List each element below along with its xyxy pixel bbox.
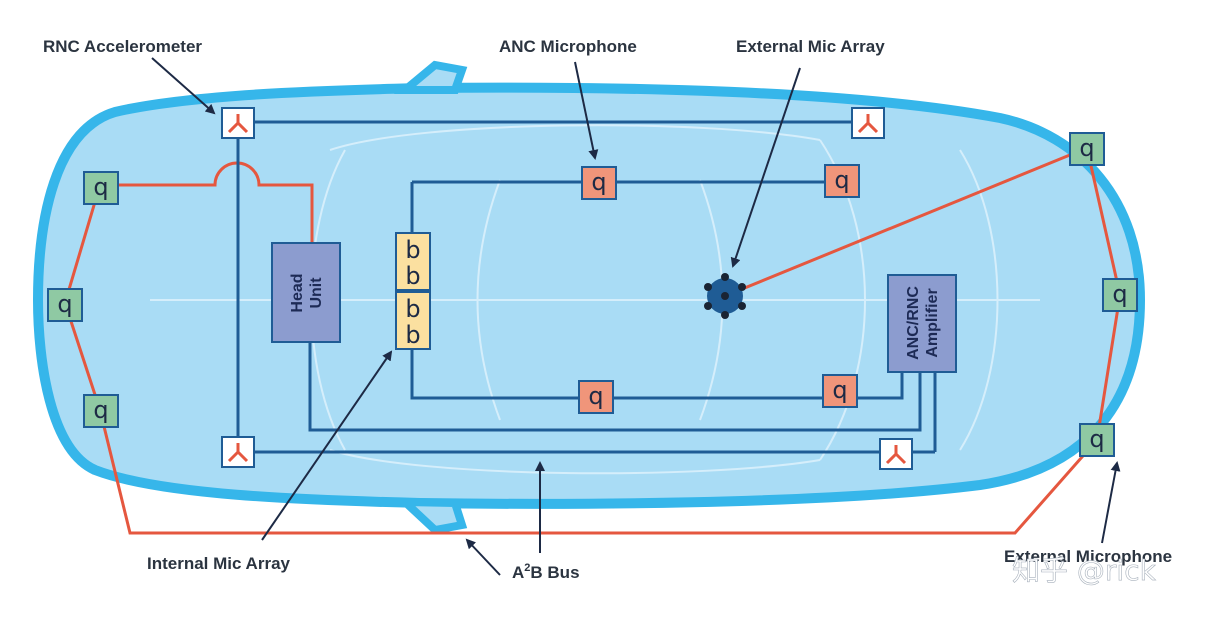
label-rnc-accelerometer: RNC Accelerometer xyxy=(43,37,202,56)
label-a2b-bus-rest: B Bus xyxy=(530,563,579,582)
amplifier-label-line1: ANC/RNC xyxy=(905,286,922,360)
internal-mic-2: b xyxy=(405,262,420,290)
anc-microphone[interactable]: q xyxy=(578,380,614,414)
anc-microphone[interactable]: q xyxy=(824,164,860,198)
rnc-accelerometer[interactable] xyxy=(879,438,913,470)
external-microphone[interactable]: q xyxy=(47,288,83,322)
car-body xyxy=(32,82,1146,509)
external-microphone[interactable]: q xyxy=(1079,423,1115,457)
accelerometer-icon xyxy=(857,114,879,134)
label-a2b-bus-main: A xyxy=(512,563,524,582)
head-unit-label-line1: Head xyxy=(289,273,306,312)
external-microphone[interactable]: q xyxy=(83,171,119,205)
external-mic-glyph: q xyxy=(93,396,108,424)
external-microphone[interactable]: q xyxy=(1069,132,1105,166)
external-microphone[interactable]: q xyxy=(1102,278,1138,312)
a2b-bus-wiring xyxy=(236,120,937,454)
head-unit-label-line2: Unit xyxy=(308,277,325,309)
anc-mic-glyph: q xyxy=(588,382,603,410)
external-mic-glyph: q xyxy=(1079,134,1094,162)
rnc-accelerometer[interactable] xyxy=(221,107,255,139)
external-mic-glyph: q xyxy=(1112,280,1127,308)
anc-microphone[interactable]: q xyxy=(581,166,617,200)
anc-rnc-amplifier[interactable]: ANC/RNC Amplifier xyxy=(887,274,957,373)
internal-mic-3: b xyxy=(405,295,420,323)
internal-mic-1: b xyxy=(405,236,420,264)
label-external-mic-array: External Mic Array xyxy=(736,37,885,56)
label-external-microphone: External Microphone xyxy=(1004,547,1172,566)
label-internal-mic-array: Internal Mic Array xyxy=(147,554,291,573)
callout-arrows xyxy=(151,57,1121,576)
accelerometer-icon xyxy=(227,114,249,134)
anc-microphone[interactable]: q xyxy=(822,374,858,408)
rnc-accelerometer[interactable] xyxy=(851,107,885,139)
external-mic-array[interactable] xyxy=(704,273,746,319)
accelerometer-icon xyxy=(227,443,249,463)
right-mirror xyxy=(394,497,468,535)
label-a2b-bus: A2B Bus xyxy=(512,562,580,582)
external-mic-glyph: q xyxy=(57,290,72,318)
rnc-accelerometer[interactable] xyxy=(221,436,255,468)
anc-mic-glyph: q xyxy=(591,168,606,196)
internal-mic-array[interactable]: b b b b xyxy=(395,232,431,350)
amplifier-label-line2: Amplifier xyxy=(924,288,941,357)
watermark: 知乎 @rick xyxy=(1012,554,1157,587)
anc-mic-glyph: q xyxy=(832,376,847,404)
anc-mic-glyph: q xyxy=(834,166,849,194)
label-a2b-bus-sup: 2 xyxy=(524,562,530,574)
label-anc-microphone: ANC Microphone xyxy=(499,37,637,56)
internal-mic-4: b xyxy=(405,321,420,349)
external-mic-glyph: q xyxy=(93,173,108,201)
external-microphone[interactable]: q xyxy=(83,394,119,428)
accelerometer-icon xyxy=(885,445,907,465)
external-mic-glyph: q xyxy=(1089,425,1104,453)
left-mirror xyxy=(393,60,468,94)
head-unit[interactable]: Head Unit xyxy=(271,242,341,343)
